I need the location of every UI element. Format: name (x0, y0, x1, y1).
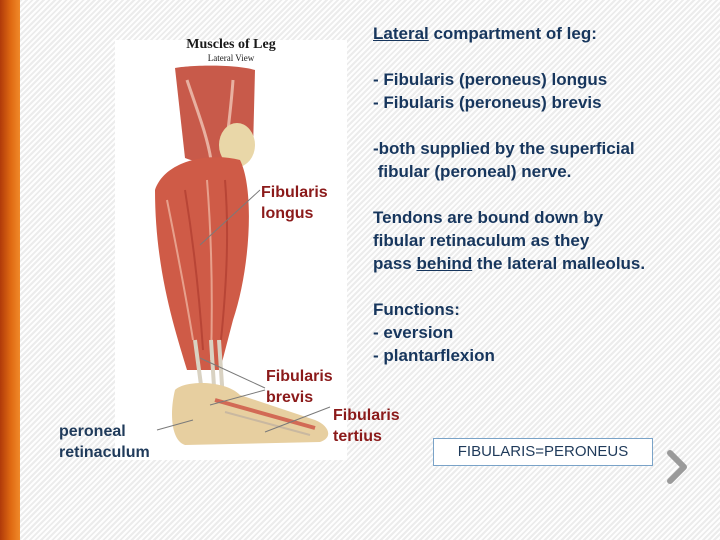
lateral-compartment-notes: Lateral compartment of leg: - Fibularis … (373, 22, 713, 367)
function-item: - eversion (373, 323, 454, 342)
tendon-line: pass behind the lateral malleolus. (373, 254, 646, 273)
functions-heading: Functions: (373, 300, 460, 319)
accent-side-bar (0, 0, 20, 540)
label-fibularis-brevis: Fibularis brevis (266, 368, 333, 406)
muscle-item: - Fibularis (peroneus) brevis (373, 93, 602, 112)
function-item: - plantarflexion (373, 346, 495, 365)
leg-anatomy-drawing (155, 65, 331, 445)
nerve-line: fibular (peroneal) nerve. (373, 162, 572, 181)
figure-subtitle: Lateral View (207, 53, 255, 63)
label-fibularis-tertius: Fibularis tertius (333, 407, 400, 445)
fibularis-peroneus-note-box: FIBULARIS=PERONEUS (433, 438, 653, 466)
tendon-line: Tendons are bound down by (373, 208, 604, 227)
figure-title: Muscles of Leg (186, 37, 276, 52)
next-slide-chevron-icon[interactable] (664, 450, 690, 484)
leg-muscles-illustration: Muscles of Leg Lateral View (115, 37, 347, 460)
label-fibularis-longus: Fibularis longus (261, 184, 328, 222)
muscle-item: - Fibularis (peroneus) longus (373, 70, 608, 89)
tendon-line: fibular retinaculum as they (373, 231, 590, 250)
label-peroneal-retinaculum: peroneal retinaculum (59, 423, 150, 461)
notes-heading: Lateral compartment of leg: (373, 24, 597, 43)
nerve-line: -both supplied by the superficial (373, 139, 635, 158)
